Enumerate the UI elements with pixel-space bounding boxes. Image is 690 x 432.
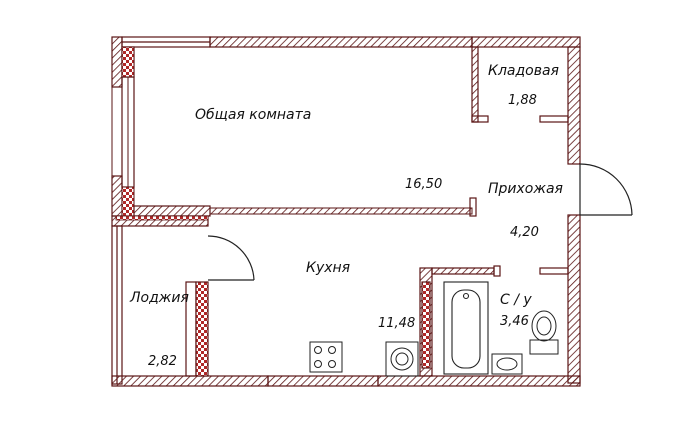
loggia-name: Лоджия [129,290,189,306]
kitchen-area: 11,48 [378,316,415,331]
storage-name: Кладовая [488,63,559,79]
toilet [529,310,559,355]
living-kitchen-partition [111,197,477,227]
storage-walls [471,46,569,123]
living-room-area: 16,50 [405,177,442,192]
loggia-area: 2,82 [148,354,177,369]
bathroom-area: 3,46 [500,314,529,329]
entrance-door [579,163,633,216]
living-left-wall [111,46,135,218]
bathtub [443,281,489,375]
kitchen-name: Кухня [306,260,350,276]
sink [491,353,523,375]
hallway-area: 4,20 [510,225,539,240]
room-labels: Общая комната 16,50 Кладовая 1,88 Прихож… [129,63,563,369]
storage-area: 1,88 [508,93,537,108]
loggia-walls [111,225,269,387]
washing-machine [385,341,419,377]
hallway-name: Прихожая [488,181,563,197]
exterior-walls [111,36,581,387]
bathroom-walls [419,265,569,377]
bathroom-name: С / у [500,292,532,308]
living-room-name: Общая комната [195,107,311,123]
window-top-left [121,36,211,78]
kitchen-door [207,235,255,281]
stove [309,341,343,373]
